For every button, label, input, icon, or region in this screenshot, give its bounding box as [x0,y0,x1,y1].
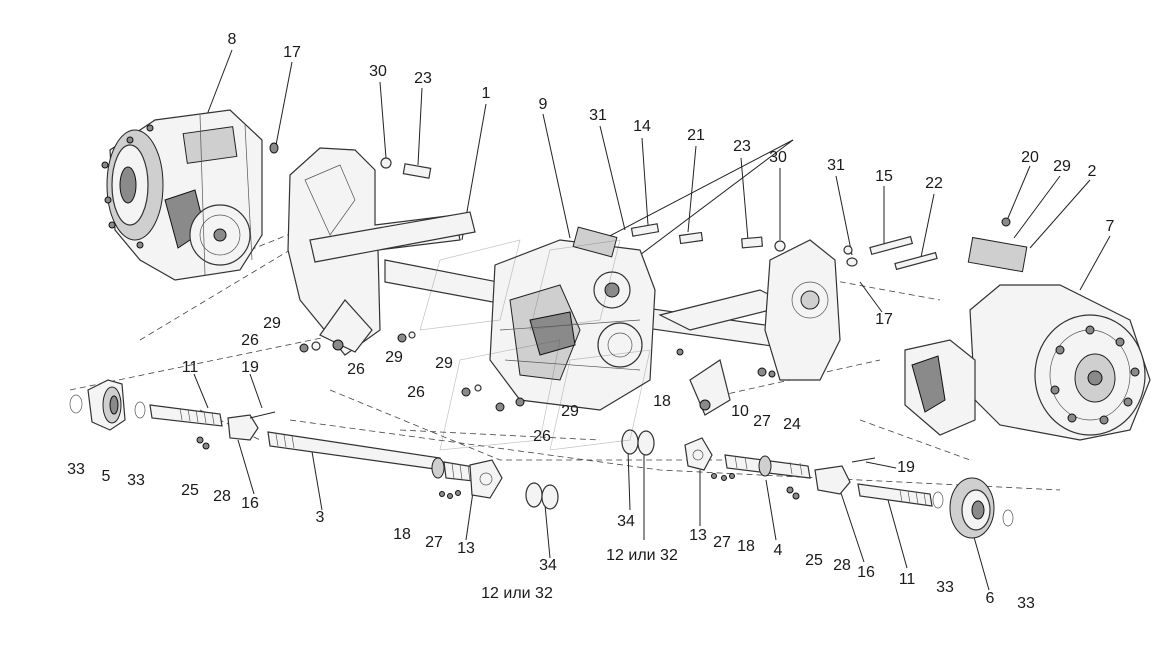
callout-1: 1 [481,85,491,102]
center-gearbox [489,226,656,411]
callout-15: 15 [875,168,893,185]
callout-29: 29 [435,355,453,372]
fasteners [269,142,938,412]
callout-27: 27 [425,534,443,551]
callout-6: 6 [985,590,995,607]
callout-31: 31 [589,107,607,124]
callout-11: 11 [898,571,916,588]
callout-18: 18 [393,526,411,543]
callout-17: 17 [875,311,893,328]
callout-18: 18 [653,393,671,410]
callout-24: 24 [783,416,801,433]
callout-26: 26 [533,428,551,445]
callout-14: 14 [633,118,651,135]
callout-33: 33 [127,472,145,489]
callout-25: 25 [181,482,199,499]
callout-30: 30 [769,149,787,166]
callout-28: 28 [213,488,231,505]
callout-21: 21 [687,127,705,144]
callout-10: 10 [731,403,749,420]
callout-28: 28 [833,557,851,574]
callout-33: 33 [67,461,85,478]
callout-13: 13 [457,540,475,557]
callout-22: 22 [925,175,943,192]
callout-17: 17 [283,44,301,61]
callout-5: 5 [101,468,111,485]
watermark [419,239,651,451]
callout-19: 19 [241,359,259,376]
callout-12-or-32: 12 или 32 [481,585,553,602]
callout-23: 23 [414,70,432,87]
callout-12-or-32: 12 или 32 [606,547,678,564]
callout-29: 29 [561,403,579,420]
callout-23: 23 [733,138,751,155]
callout-34: 34 [539,557,557,574]
left-final-drive [101,109,263,281]
callout-16: 16 [241,495,259,512]
callout-13: 13 [689,527,707,544]
left-shaft-group [69,379,559,510]
callout-27: 27 [713,534,731,551]
right-shaft-group [621,429,1014,539]
callout-7: 7 [1105,218,1115,235]
callout-19: 19 [897,459,915,476]
callout-29: 29 [385,349,403,366]
callout-29: 29 [263,315,281,332]
callout-25: 25 [805,552,823,569]
callout-3: 3 [315,509,325,526]
callout-26: 26 [407,384,425,401]
right-final-drive [904,217,1151,441]
callout-34: 34 [617,513,635,530]
callout-33: 33 [1017,595,1035,612]
callout-16: 16 [857,564,875,581]
callout-9: 9 [538,96,548,113]
left-hub-studs [101,124,154,249]
callout-30: 30 [369,63,387,80]
callout-20: 20 [1021,149,1039,166]
callout-8: 8 [227,31,237,48]
callout-29: 29 [1053,158,1071,175]
callout-26: 26 [241,332,259,349]
callout-18: 18 [737,538,755,555]
callout-4: 4 [773,542,783,559]
callout-11: 11 [181,359,199,376]
callout-31: 31 [827,157,845,174]
callout-26: 26 [347,361,365,378]
right-hub-studs [1050,325,1140,425]
callout-33: 33 [936,579,954,596]
callout-27: 27 [753,413,771,430]
callout-2: 2 [1087,163,1097,180]
